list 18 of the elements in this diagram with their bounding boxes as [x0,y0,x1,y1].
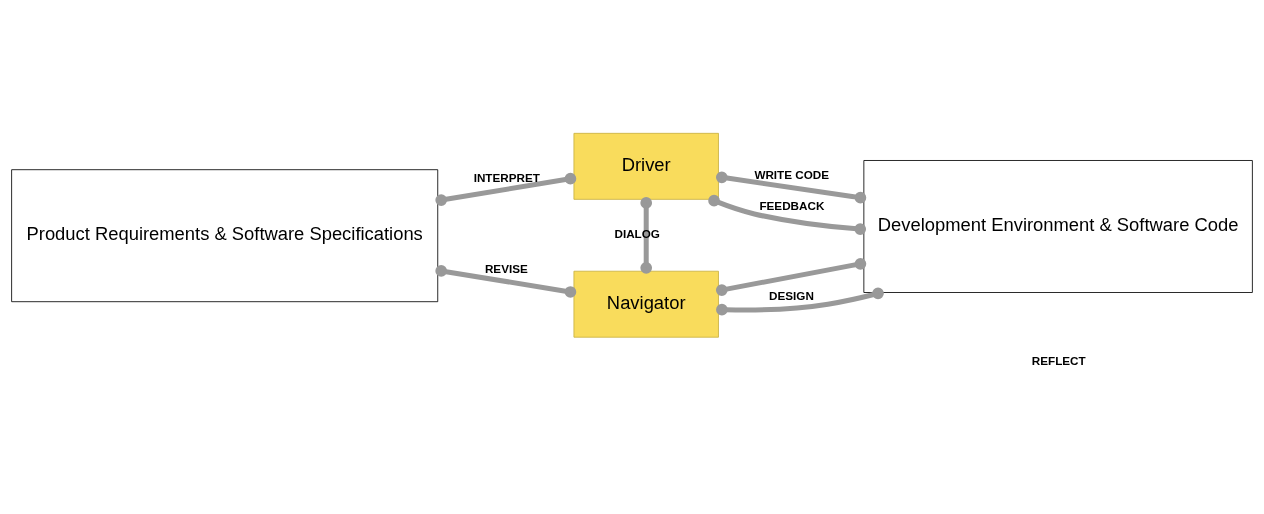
edge-label: DIALOG [614,226,660,240]
connector [435,265,577,298]
node-box: Product Requirements & Software Specifications [11,169,439,303]
node-box: Navigator [573,270,719,338]
edge-label: REVISE [484,262,528,276]
connector [708,194,867,235]
edge-label: DESIGN [769,289,814,303]
edge-label: FEEDBACK [759,198,825,212]
connector [716,287,884,316]
edge-label: INTERPRET [473,170,540,184]
node-box: Development Environment & Software Code [863,160,1253,293]
node-box: Driver [573,132,719,200]
connector [715,257,867,296]
label: REFLECT [1031,353,1086,367]
connector [715,171,867,204]
edge-label: WRITE CODE [754,168,830,182]
connector [640,197,653,274]
connector [435,172,577,206]
